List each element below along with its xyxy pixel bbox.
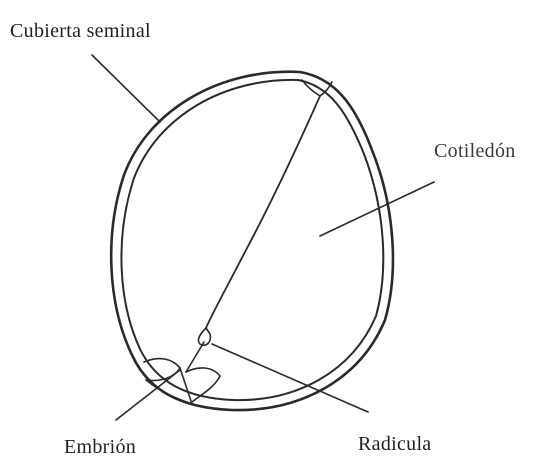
label-seed-coat: Cubierta seminal bbox=[10, 21, 151, 41]
leader-cotiledon bbox=[320, 182, 434, 236]
label-radicle: Radicula bbox=[358, 434, 431, 454]
label-embryo: Embrión bbox=[64, 437, 136, 457]
cotyledon-divide-line bbox=[206, 96, 320, 328]
label-cotyledon: Cotiledón bbox=[434, 141, 516, 161]
leader-cubierta bbox=[92, 55, 160, 122]
embryo-center-stem bbox=[180, 368, 192, 404]
seed-coat-inner-outline bbox=[121, 80, 383, 400]
